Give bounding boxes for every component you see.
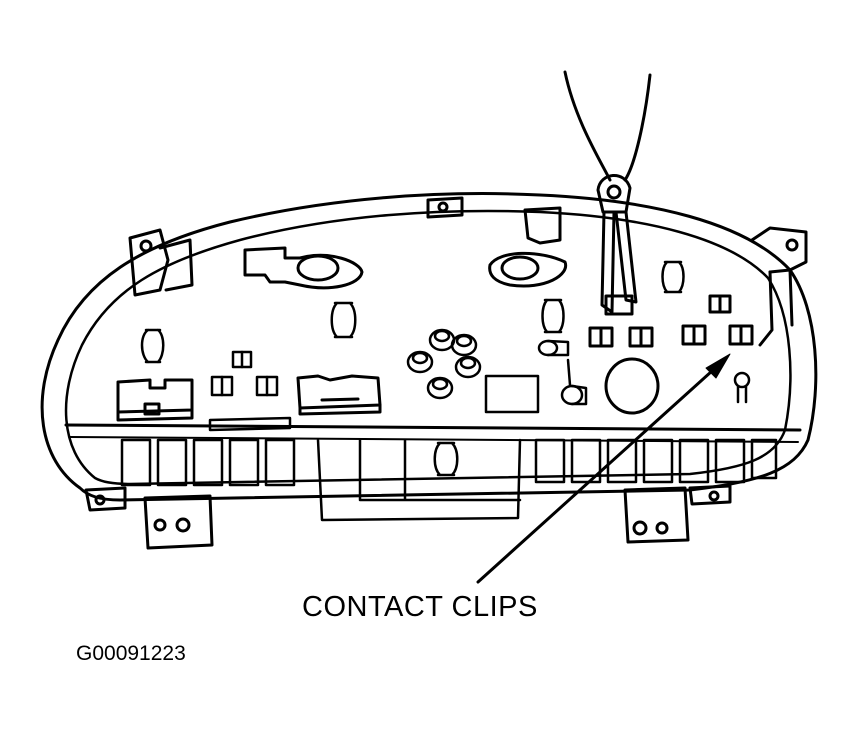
left-mounting-bracket (128, 228, 194, 297)
cluster-housing (40, 192, 818, 502)
figure-id: G00091223 (76, 642, 186, 665)
round-lamp (604, 357, 660, 415)
socket-cluster (406, 328, 540, 414)
resistor-element (537, 339, 588, 406)
pliers-handle-right (623, 73, 652, 182)
top-center-clip (426, 196, 562, 245)
callout-label: CONTACT CLIPS (302, 591, 538, 623)
right-mounting-bracket (750, 226, 808, 347)
pliers-jaw-right (614, 210, 638, 304)
twist-sockets (140, 260, 685, 477)
lower-grille (120, 416, 778, 522)
contact-clip-group (588, 294, 754, 348)
housing-lower-rail-2 (69, 436, 799, 443)
center-connector (296, 374, 382, 416)
terminal-pairs (210, 350, 279, 397)
pliers-handle-left (563, 70, 612, 182)
callout-leader-arrow (476, 353, 731, 584)
bottom-left-mount (84, 486, 214, 550)
small-post (733, 371, 751, 404)
housing-lower-rail (64, 423, 802, 432)
bulb-socket-left (243, 246, 364, 290)
housing-outer-outline (40, 192, 818, 502)
bottom-right-mount (623, 484, 732, 544)
housing-inner-outline (64, 209, 792, 486)
left-connector (116, 378, 194, 422)
pliers-icon (563, 70, 652, 316)
bulb-socket-right (488, 251, 568, 288)
